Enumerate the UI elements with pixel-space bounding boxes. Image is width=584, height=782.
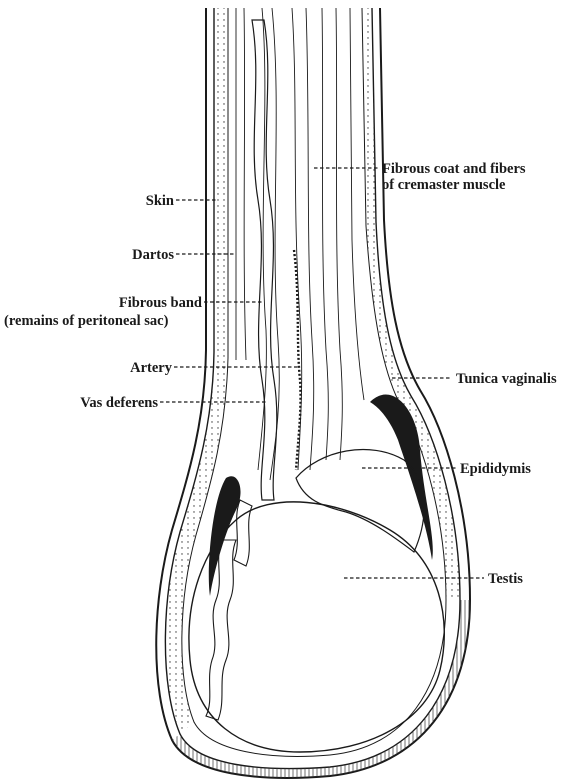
- label-skin: Skin: [146, 193, 174, 209]
- label-fibrous-coat-sub: of cremaster muscle: [382, 177, 506, 193]
- labels: Skin Dartos Fibrous band (remains of per…: [4, 161, 557, 587]
- label-dartos: Dartos: [132, 247, 174, 263]
- label-artery: Artery: [130, 360, 173, 376]
- label-epididymis: Epididymis: [460, 461, 531, 477]
- label-fibrous-band-sub: (remains of peritoneal sac): [4, 313, 169, 329]
- label-tunica-vaginalis: Tunica vaginalis: [456, 371, 557, 387]
- leader-lines: [160, 168, 484, 578]
- label-fibrous-band: Fibrous band: [119, 295, 202, 311]
- label-fibrous-coat: Fibrous coat and fibers: [382, 161, 526, 177]
- scrotum-drawing: [156, 8, 470, 778]
- label-testis: Testis: [488, 571, 523, 587]
- label-vas-deferens: Vas deferens: [80, 395, 158, 411]
